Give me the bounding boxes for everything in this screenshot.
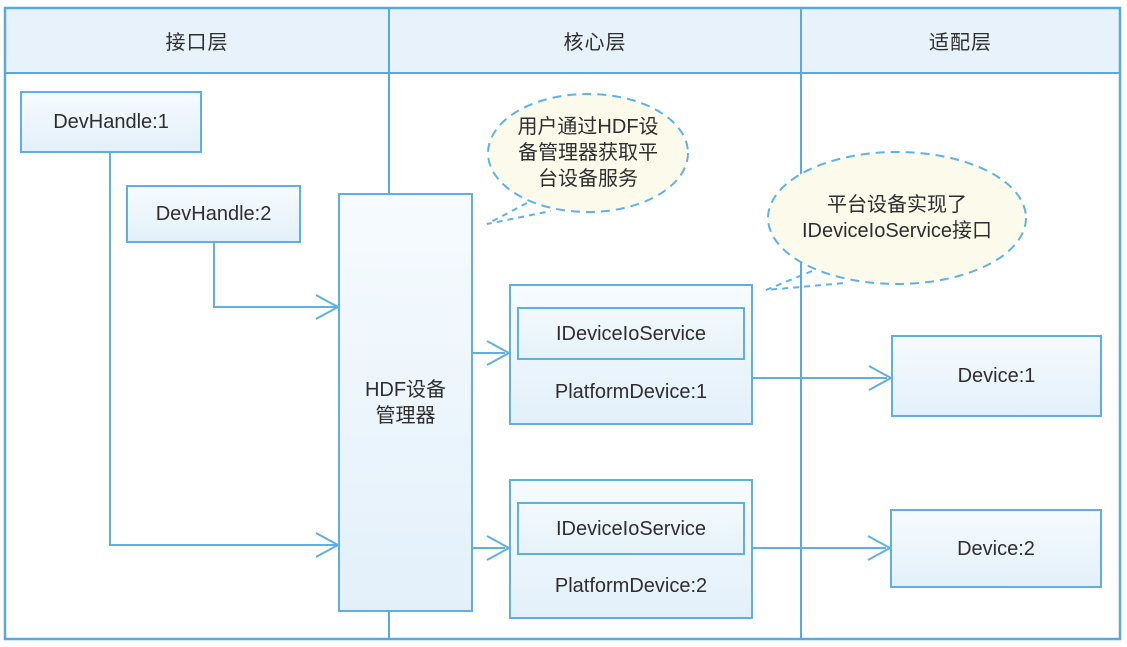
callout-1-text: 用户通过HDF设 备管理器获取平 台设备服务 [488, 105, 688, 201]
node-devhandle-1-label: DevHandle:1 [53, 111, 169, 133]
node-device-2: Device:2 [890, 509, 1102, 588]
node-platform-device-1-interface-box: IDeviceIoService [517, 307, 745, 360]
callout-1-line2: 备管理器获取平 [518, 142, 658, 164]
node-device-1-label: Device:1 [957, 365, 1036, 387]
node-devhandle-2-label: DevHandle:2 [155, 203, 272, 225]
node-hdf-device-manager: HDF设备 管理器 [338, 193, 473, 612]
node-platform-device-2-label-area: PlatformDevice:2 [555, 555, 707, 617]
node-platform-device-1: IDeviceIoService PlatformDevice:1 [509, 284, 753, 425]
node-platform-device-1-interface-label: IDeviceIoService [555, 322, 707, 345]
callout-2-line2: IDeviceIoService接口 [801, 220, 993, 242]
node-device-2-label: Device:2 [957, 537, 1035, 560]
node-platform-device-2-label: PlatformDevice:2 [554, 575, 708, 597]
column-header-core-label: 核心层 [563, 32, 627, 54]
callout-1-line1: 用户通过HDF设 [517, 116, 659, 138]
node-platform-device-2-interface-box: IDeviceIoService [517, 502, 745, 555]
callout-1-line3: 台设备服务 [538, 168, 638, 190]
node-platform-device-1-label: PlatformDevice:1 [554, 380, 708, 403]
node-devhandle-2: DevHandle:2 [126, 185, 301, 243]
callout-2-line1: 平台设备实现了 [827, 194, 967, 216]
header-band [5, 8, 1120, 73]
node-platform-device-2: IDeviceIoService PlatformDevice:2 [509, 479, 753, 619]
column-header-adapter-layer: 适配层 [801, 8, 1120, 73]
column-header-core-layer: 核心层 [389, 8, 801, 73]
callout-2-text: 平台设备实现了 IDeviceIoService接口 [767, 188, 1027, 248]
node-device-1: Device:1 [891, 335, 1102, 417]
node-hdf-device-manager-label-line1: HDF设备 [364, 378, 447, 401]
column-header-interface-layer: 接口层 [5, 8, 389, 73]
node-hdf-device-manager-label-line2: 管理器 [375, 404, 436, 427]
node-platform-device-2-interface-label: IDeviceIoService [555, 517, 707, 540]
column-header-interface-label: 接口层 [165, 32, 229, 54]
node-devhandle-1: DevHandle:1 [20, 91, 202, 153]
column-header-adapter-label: 适配层 [929, 32, 992, 54]
node-platform-device-1-label-area: PlatformDevice:1 [555, 360, 707, 423]
outer-frame [3, 6, 1122, 641]
